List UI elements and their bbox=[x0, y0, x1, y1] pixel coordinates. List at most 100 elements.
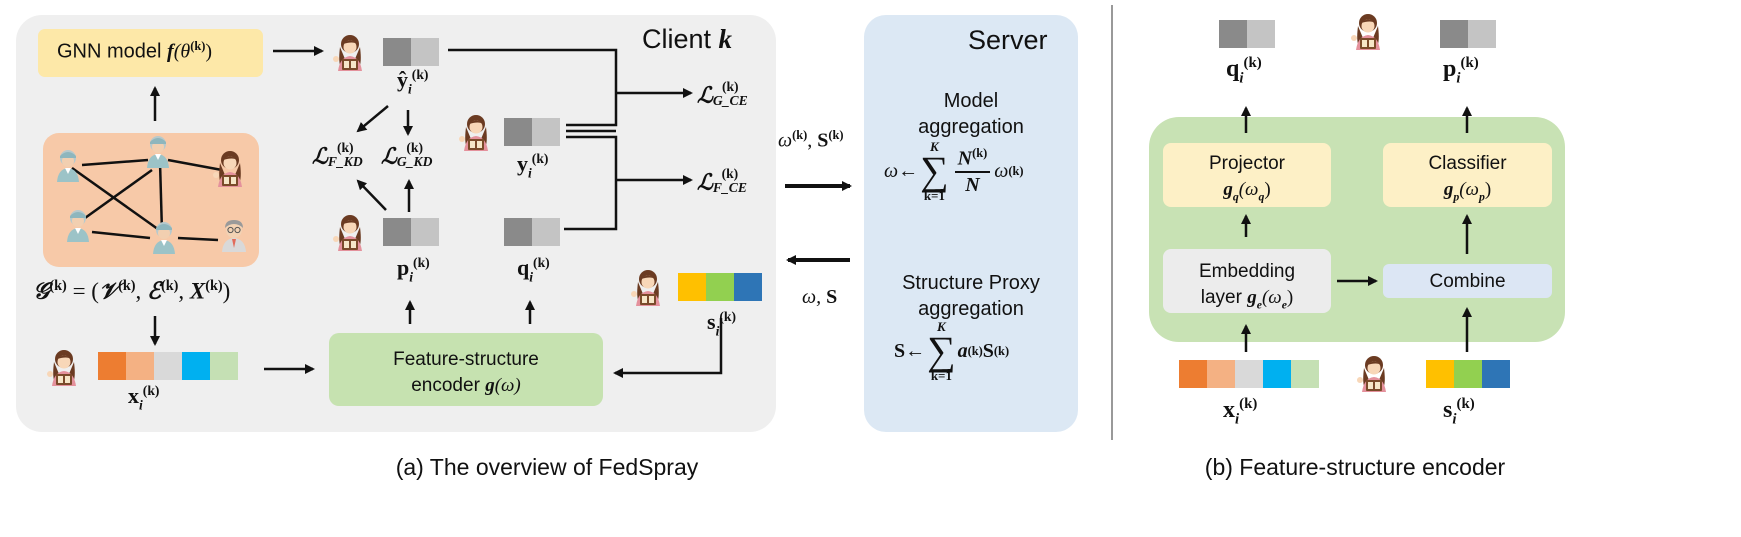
loss-g-ce-sup: (k) bbox=[721, 79, 739, 94]
b-x-sup: (k) bbox=[1239, 396, 1258, 412]
embedding-line1: Embedding bbox=[1198, 261, 1296, 282]
classifier-arg: (ω bbox=[1459, 178, 1479, 200]
formula1-omega-k-sup: (k) bbox=[1008, 163, 1024, 178]
b-x-label: xi(k) bbox=[1223, 397, 1257, 427]
loss-f-kd-sup: (k) bbox=[336, 140, 354, 155]
q-symbol: q bbox=[517, 255, 530, 281]
loss-f-ce-sub: F_CE bbox=[712, 180, 747, 196]
server-title: Server bbox=[968, 25, 1048, 55]
formula2-sum-bot: k=1 bbox=[930, 368, 952, 383]
caption-a: (a) The overview of FedSpray bbox=[395, 454, 699, 480]
b-q-vector bbox=[1219, 20, 1275, 48]
b-s-structure-vector bbox=[1426, 360, 1510, 388]
uplink-omega-sup: (k) bbox=[792, 128, 808, 142]
gnn-k-sup: (k) bbox=[190, 39, 206, 53]
graph-edges bbox=[71, 158, 223, 242]
q-label: qi(k) bbox=[517, 256, 550, 284]
loss-g-kd-symbol: ℒ bbox=[381, 143, 397, 169]
encoder-g: g bbox=[485, 374, 495, 396]
embedding-g: g bbox=[1247, 286, 1257, 308]
embedding-arg: (ω bbox=[1261, 286, 1282, 308]
y-hat-vector bbox=[383, 38, 439, 66]
target-node-icon bbox=[1357, 356, 1386, 392]
y-symbol: y bbox=[517, 151, 528, 177]
projector-arg: (ω bbox=[1238, 178, 1259, 200]
b-s-label: si(k) bbox=[1443, 397, 1475, 427]
classifier-title: Classifier bbox=[1428, 153, 1507, 174]
encoder-omega: (ω) bbox=[494, 374, 521, 396]
gnn-theta: (θ bbox=[173, 40, 191, 63]
projector-arg-sub: q bbox=[1258, 189, 1265, 203]
loss-g-ce-symbol: ℒ bbox=[697, 82, 713, 108]
gnn-model-text: GNN model bbox=[57, 40, 168, 63]
y-hat-symbol: ŷ bbox=[397, 67, 408, 93]
formula2-s-k: S bbox=[982, 340, 994, 362]
downlink-omega: ω, bbox=[802, 286, 827, 308]
formula2-sum: K∑k=1 bbox=[927, 319, 956, 383]
graph-v: 𝒱 bbox=[98, 278, 119, 304]
graph-definition: 𝒢(k) = (𝒱(k), ℰ(k), X(k)) bbox=[33, 278, 231, 304]
q-sup: (k) bbox=[533, 255, 550, 270]
graph-eq: = ( bbox=[66, 278, 99, 304]
s-structure-vector bbox=[678, 273, 762, 301]
b-p-symbol: p bbox=[1443, 55, 1457, 82]
formula2-arrow: ← bbox=[905, 340, 926, 362]
classifier-close: ) bbox=[1484, 178, 1492, 200]
b-s-sup: (k) bbox=[1456, 396, 1475, 412]
graph-x: X bbox=[189, 278, 206, 304]
formula1-arrow: ← bbox=[898, 160, 919, 182]
formula1-sum-top: K bbox=[930, 139, 939, 154]
formula2-sum-top: K bbox=[937, 319, 946, 334]
graph-e-sup: (k) bbox=[160, 278, 179, 294]
target-node-icon bbox=[1351, 14, 1380, 50]
client-title: Client k bbox=[642, 26, 732, 53]
loss-f-ce-symbol: ℒ bbox=[697, 169, 713, 195]
uplink-omega: ω bbox=[778, 129, 793, 152]
model-agg-line1: Model bbox=[943, 90, 999, 112]
x-sup: (k) bbox=[142, 383, 160, 398]
formula1-frac: N(k)N bbox=[954, 147, 991, 195]
y-sup: (k) bbox=[531, 151, 549, 166]
uplink-s: S bbox=[817, 129, 829, 152]
x-sub: i bbox=[139, 397, 143, 413]
s-label: si(k) bbox=[707, 310, 736, 338]
q-vector bbox=[504, 218, 560, 246]
graph-v-sup: (k) bbox=[118, 278, 136, 294]
graph-e: ℰ bbox=[147, 278, 161, 304]
formula1-omega-k: ω bbox=[994, 160, 1009, 182]
graph-g-sup: (k) bbox=[49, 278, 67, 294]
proxy-agg-line1: Structure Proxy bbox=[902, 272, 1040, 294]
graph-close: ) bbox=[222, 278, 231, 304]
formula1-sum-bot: k=1 bbox=[923, 188, 945, 203]
classifier-g-sub: p bbox=[1453, 189, 1460, 203]
formula1-omega: ω bbox=[884, 160, 899, 182]
loss-g-ce-sub: G_CE bbox=[712, 93, 748, 109]
p-sup: (k) bbox=[413, 255, 430, 270]
feature-structure-encoder-box bbox=[329, 333, 603, 406]
s-sup: (k) bbox=[719, 309, 737, 324]
loss-f-kd-sub: F_KD bbox=[327, 154, 363, 170]
x-symbol: x bbox=[128, 383, 139, 409]
classifier-g: g bbox=[1443, 178, 1454, 200]
gnn-model-box bbox=[38, 29, 263, 77]
uplink-s-sup: (k) bbox=[828, 128, 844, 142]
downlink-s: S bbox=[826, 286, 838, 308]
loss-f-kd-symbol: ℒ bbox=[312, 143, 328, 169]
b-q-sub: i bbox=[1239, 70, 1244, 87]
y-hat-label: ŷi(k) bbox=[397, 68, 428, 96]
p-vector bbox=[383, 218, 439, 246]
loss-g-kd-sub: G_KD bbox=[396, 154, 433, 170]
b-p-sub: i bbox=[1456, 70, 1461, 87]
p-sub: i bbox=[409, 269, 414, 285]
y-hat-sub: i bbox=[408, 81, 412, 97]
server-panel bbox=[864, 15, 1078, 432]
b-q-sup: (k) bbox=[1243, 55, 1262, 71]
y-sub: i bbox=[528, 165, 532, 181]
classifier-box bbox=[1383, 143, 1552, 207]
projector-title: Projector bbox=[1208, 153, 1286, 174]
